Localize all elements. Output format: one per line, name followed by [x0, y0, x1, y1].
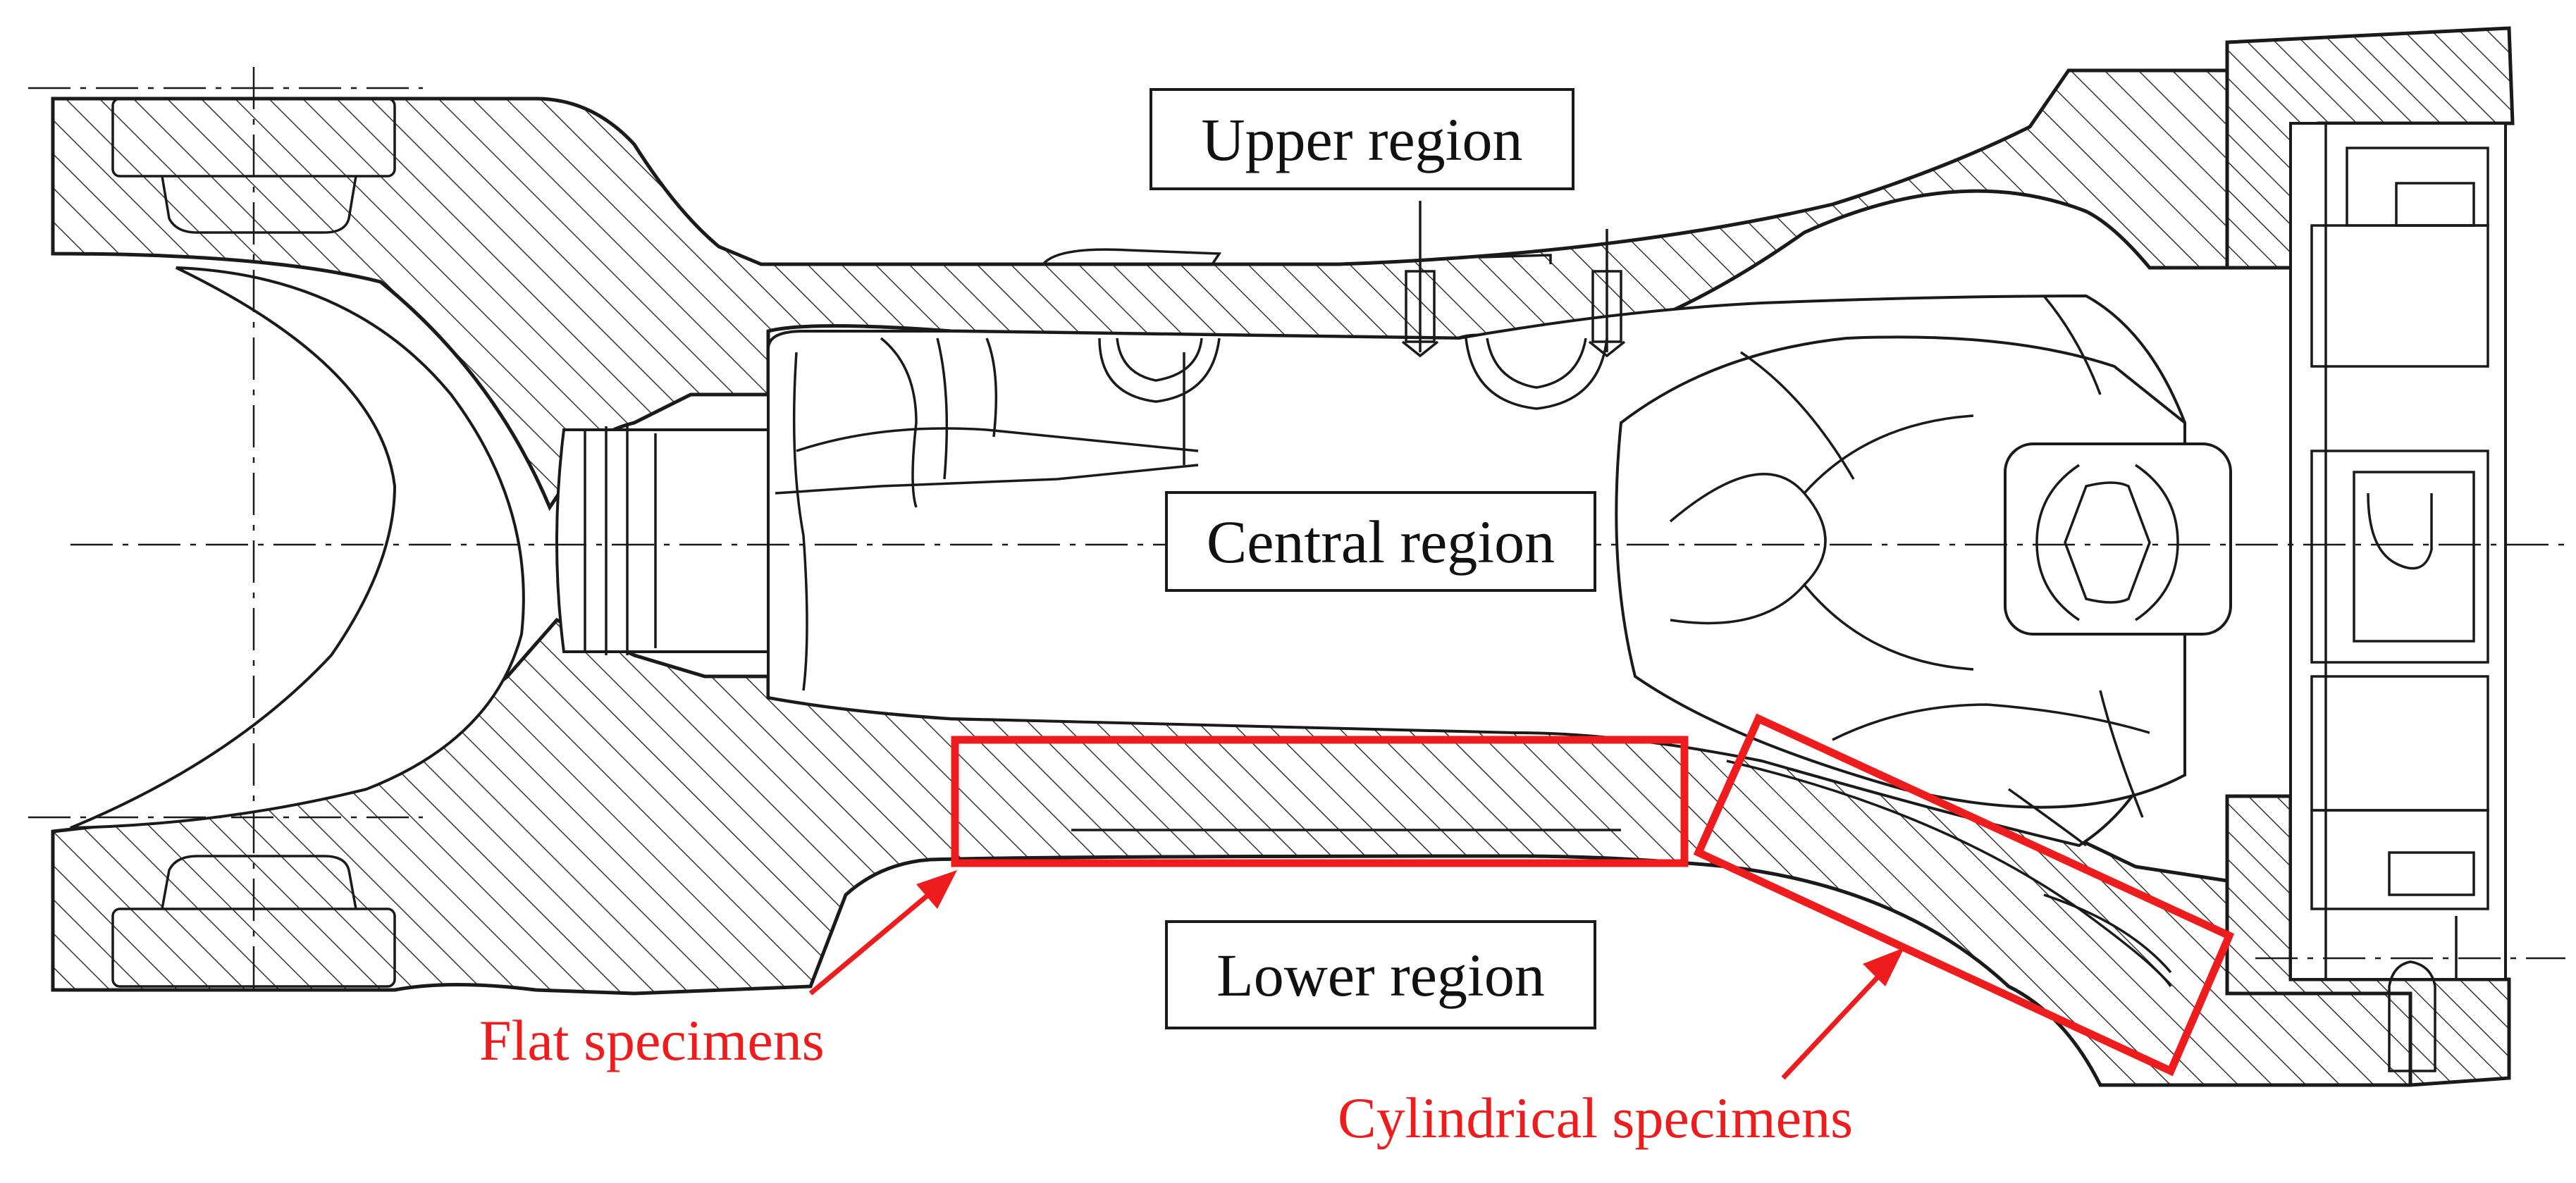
- upper-window-left: [1098, 337, 1221, 403]
- flat-specimen-box: [951, 736, 1689, 867]
- center-boss: [2004, 442, 2232, 636]
- detail-lines: [111, 97, 2489, 1072]
- yoke-inner-cavity: [70, 266, 525, 829]
- central-region-label: Central region: [1165, 491, 1596, 592]
- upper-yoke-wall: [51, 68, 2229, 512]
- neck-bore: [555, 428, 770, 653]
- section-body: [51, 26, 2515, 1087]
- cylindrical-specimen-box: [1693, 713, 2235, 1077]
- cylindrical-specimens-callout: Cylindrical specimens: [1338, 1086, 1853, 1150]
- upper-window-right: [1465, 337, 1608, 410]
- lower-region-text: Lower region: [1216, 941, 1545, 1009]
- lower-region-label: Lower region: [1165, 920, 1596, 1029]
- upper-region-text: Upper region: [1201, 105, 1523, 173]
- flat-specimen-arrow: [808, 870, 957, 996]
- flat-specimens-callout: Flat specimens: [479, 1008, 825, 1072]
- upper-region-label: Upper region: [1150, 88, 1574, 190]
- cylindrical-specimen-arrow: [1781, 948, 1904, 1080]
- central-region-text: Central region: [1206, 507, 1555, 576]
